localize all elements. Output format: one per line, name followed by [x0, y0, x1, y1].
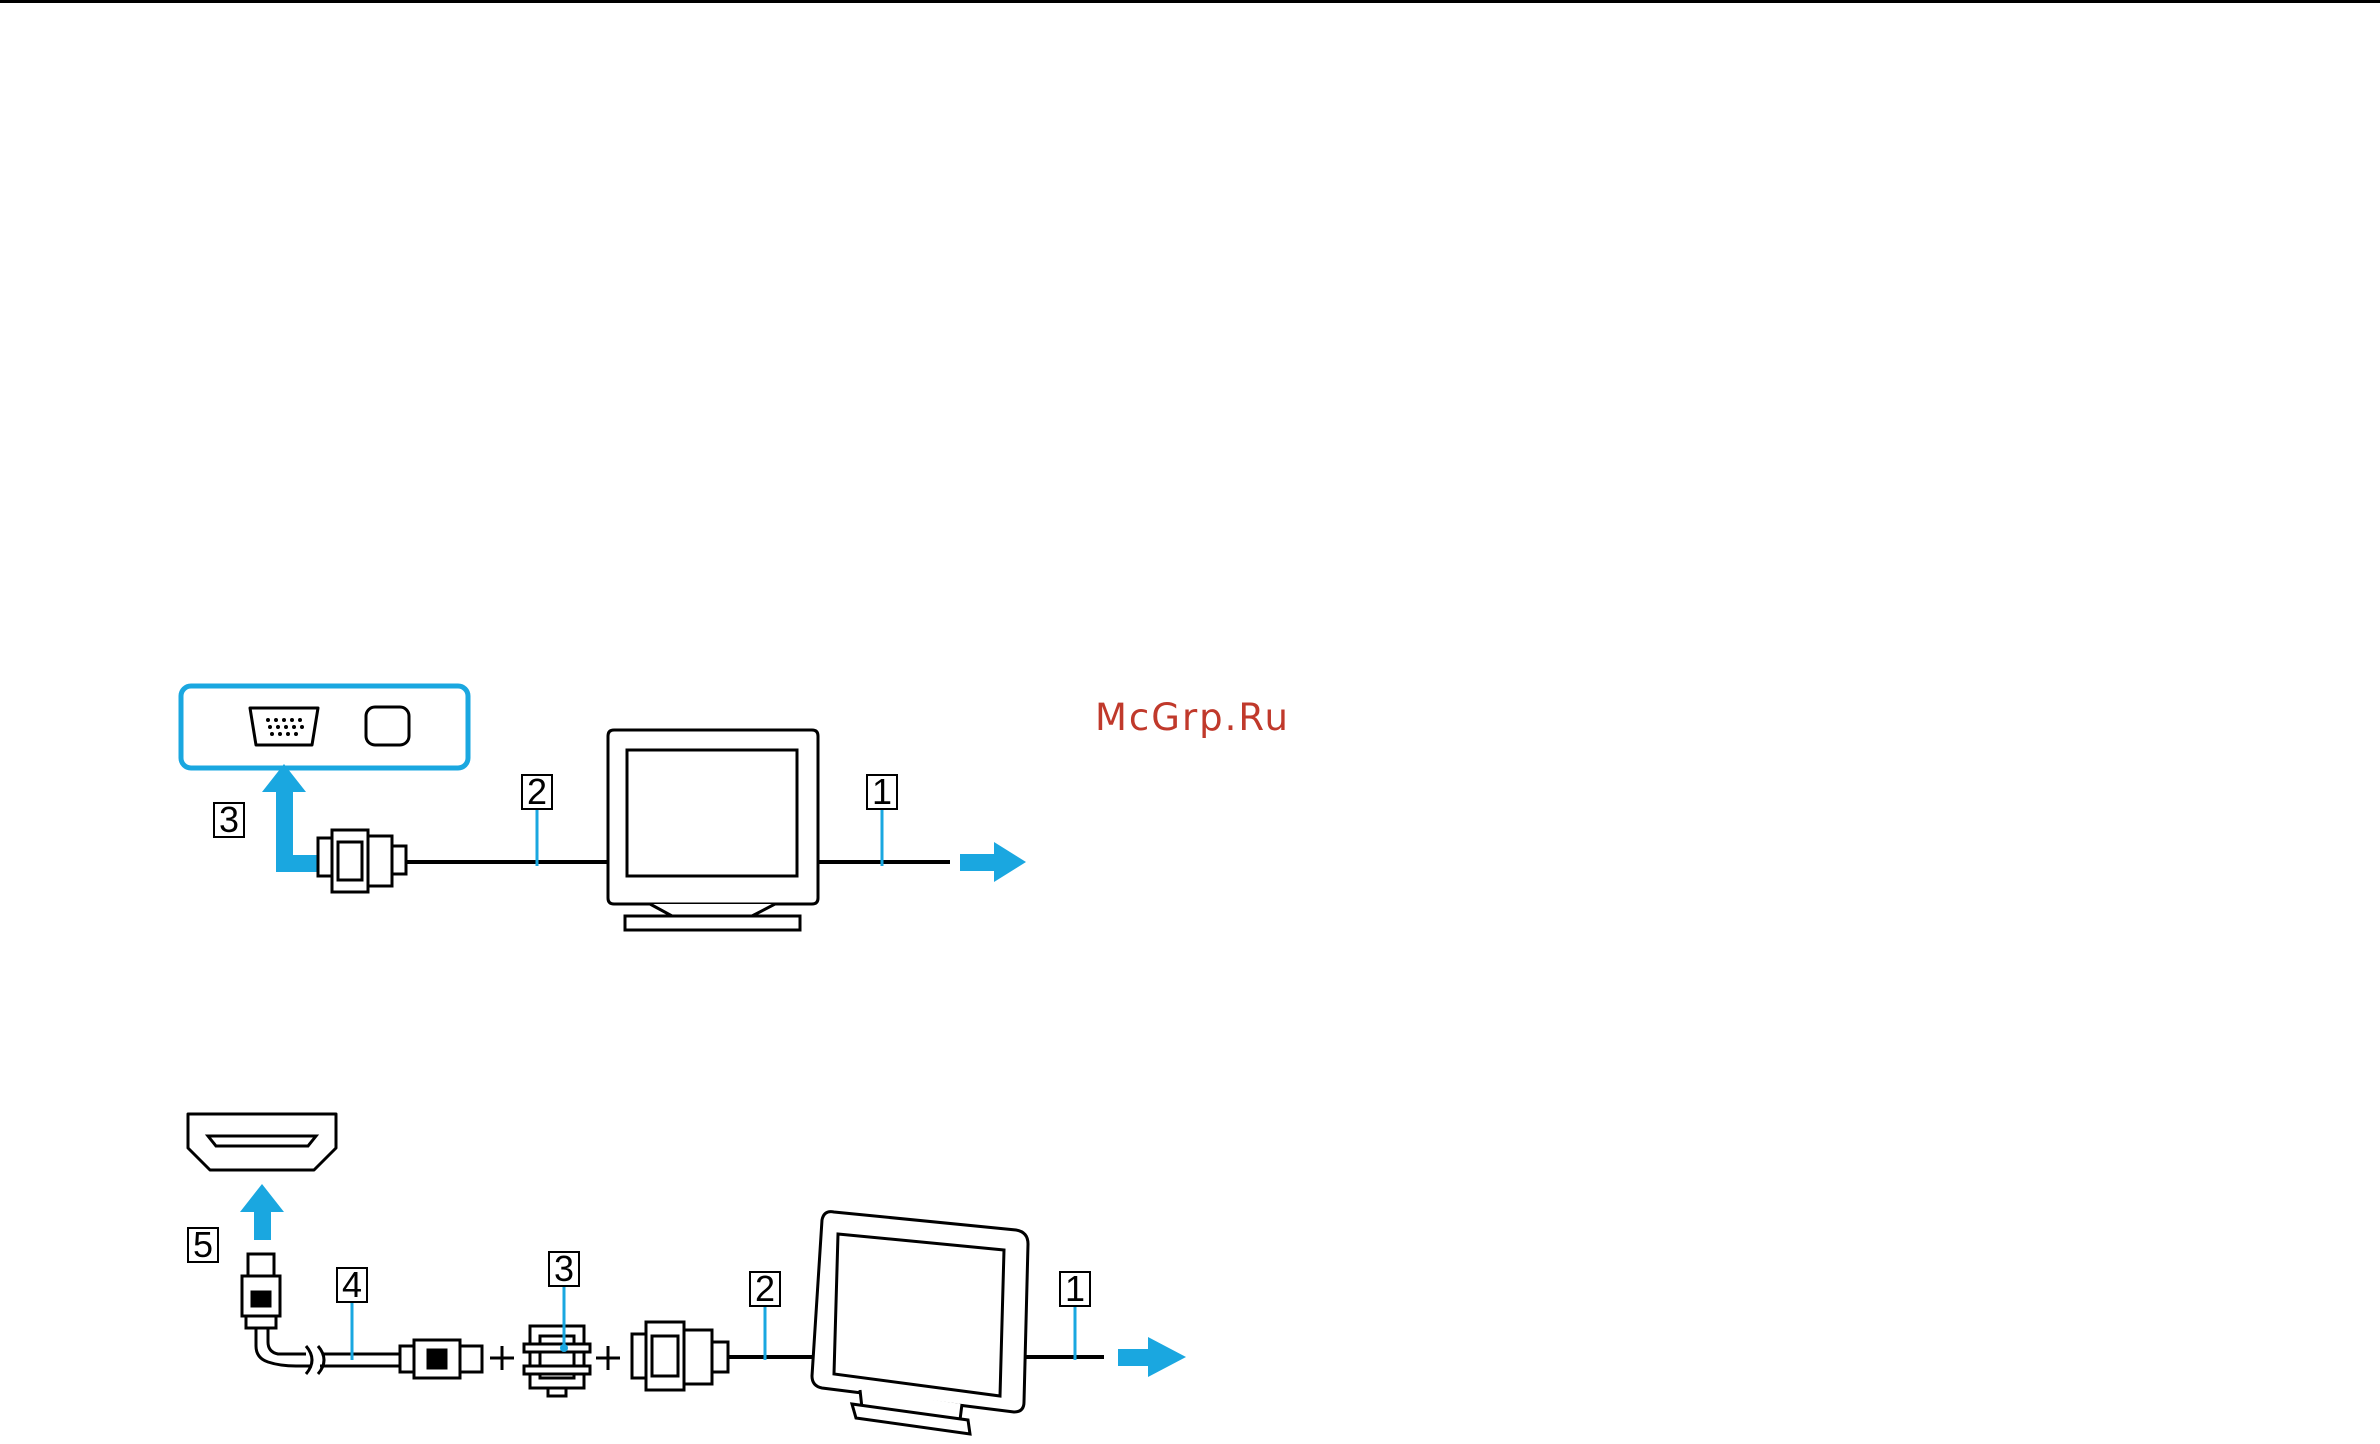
svg-text:2: 2	[527, 771, 547, 812]
svg-text:3: 3	[219, 799, 239, 840]
svg-text:1: 1	[872, 771, 892, 812]
callout-3: 3	[214, 799, 244, 840]
vga-connector-icon	[632, 1322, 728, 1390]
svg-text:1: 1	[1065, 1268, 1085, 1309]
figure-vga: 3 2 1	[181, 686, 1026, 930]
display-port-icon	[366, 707, 409, 745]
plus-icon	[596, 1346, 620, 1370]
svg-text:5: 5	[193, 1224, 213, 1265]
hdmi-plug-icon	[242, 1254, 280, 1328]
svg-text:3: 3	[554, 1248, 574, 1289]
figure-hdmi: 5 4 3 2 1	[188, 1114, 1186, 1434]
plus-icon	[490, 1346, 514, 1370]
callout-2: 2	[750, 1268, 780, 1309]
arrow-icon	[1118, 1337, 1186, 1377]
callout-5: 5	[188, 1224, 218, 1265]
lcd-monitor-icon	[812, 1212, 1028, 1434]
plug-in-arrow	[262, 764, 322, 872]
watermark: McGrp.Ru	[1095, 696, 1290, 739]
hdmi-plug-icon	[400, 1340, 482, 1378]
callout-1: 1	[867, 771, 897, 812]
callout-1: 1	[1060, 1268, 1090, 1309]
callout-4: 4	[337, 1264, 367, 1305]
callout-3: 3	[549, 1248, 579, 1289]
svg-text:2: 2	[755, 1268, 775, 1309]
vga-connector-icon	[318, 830, 406, 892]
vga-port-icon	[250, 708, 318, 745]
monitor-icon	[608, 730, 818, 930]
plug-in-arrow	[240, 1184, 284, 1240]
svg-text:4: 4	[342, 1264, 362, 1305]
callout-2: 2	[522, 771, 552, 812]
hdmi-cable	[256, 1328, 400, 1366]
port-panel	[181, 686, 468, 768]
arrow-icon	[960, 842, 1026, 882]
hdmi-port-icon	[188, 1114, 336, 1170]
dvi-adapter-icon	[524, 1326, 590, 1396]
